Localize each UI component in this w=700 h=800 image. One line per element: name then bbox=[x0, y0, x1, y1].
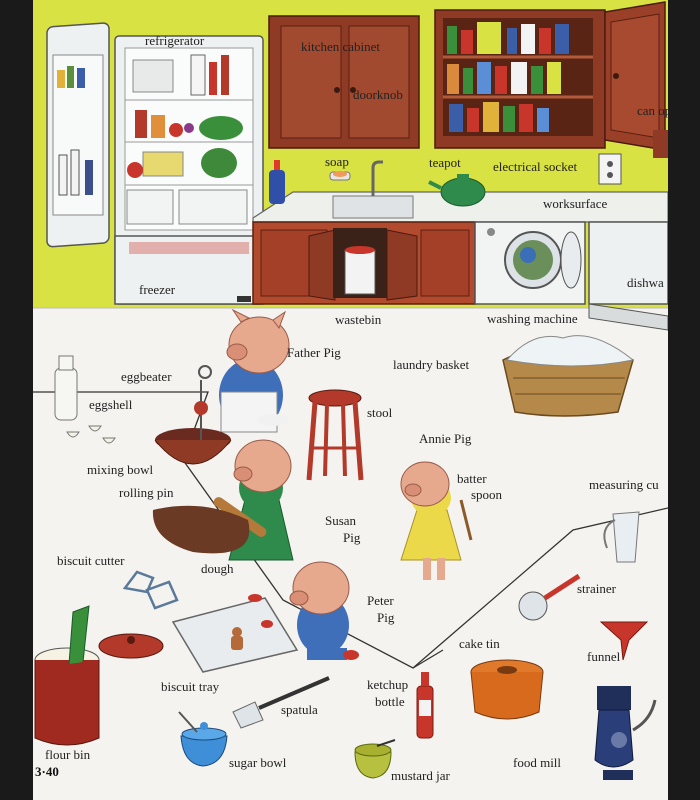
label-mustard-jar: mustard jar bbox=[391, 768, 450, 783]
cake-tin-illustration bbox=[470, 659, 544, 720]
label-rolling-pin: rolling pin bbox=[119, 485, 174, 500]
biscuit-cutter-illustration bbox=[122, 570, 179, 610]
label-ketchup-bottle-line1: ketchup bbox=[367, 677, 409, 692]
mustard-jar-illustration bbox=[354, 739, 396, 779]
sugar-bowl-illustration bbox=[178, 711, 228, 767]
label-biscuit-cutter: biscuit cutter bbox=[57, 553, 125, 568]
label-father-pig: Father Pig bbox=[287, 345, 341, 360]
spatula-illustration bbox=[232, 676, 330, 729]
stool-illustration bbox=[306, 389, 364, 481]
label-ketchup-bottle-line2: bottle bbox=[375, 694, 405, 709]
flour-bin-illustration bbox=[34, 605, 164, 746]
book-page: refrigerator kitchen cabinet doorknob ca… bbox=[33, 0, 668, 800]
label-refrigerator: refrigerator bbox=[145, 33, 205, 48]
label-susan-pig-line2: Pig bbox=[343, 530, 361, 545]
biscuit-tray-illustration bbox=[171, 594, 299, 673]
label-measuring-cup: measuring cu bbox=[589, 477, 659, 492]
label-stool: stool bbox=[367, 405, 393, 420]
label-wastebin: wastebin bbox=[335, 312, 382, 327]
label-susan-pig-line1: Susan bbox=[325, 513, 357, 528]
funnel-illustration bbox=[599, 621, 649, 661]
label-soap: soap bbox=[325, 154, 349, 169]
label-biscuit-tray: biscuit tray bbox=[161, 679, 220, 694]
mixing-bowl-illustration bbox=[154, 365, 232, 465]
label-mixing-bowl: mixing bowl bbox=[87, 462, 154, 477]
page-number: 3·40 bbox=[35, 764, 59, 779]
label-cake-tin: cake tin bbox=[459, 636, 500, 651]
kitchen-illustration bbox=[33, 0, 668, 800]
label-funnel: funnel bbox=[587, 649, 621, 664]
label-sugar-bowl: sugar bowl bbox=[229, 755, 287, 770]
eggshell-illustration bbox=[66, 425, 116, 444]
label-eggbeater: eggbeater bbox=[121, 369, 172, 384]
label-can-opener: can opene bbox=[637, 103, 668, 118]
father-pig-illustration bbox=[219, 308, 290, 433]
label-peter-pig-line2: Pig bbox=[377, 610, 395, 625]
food-mill-illustration bbox=[594, 686, 657, 780]
peter-pig-illustration bbox=[289, 561, 359, 660]
milk-bottle-illustration bbox=[54, 355, 78, 421]
label-eggshell: eggshell bbox=[89, 397, 133, 412]
label-teapot: teapot bbox=[429, 155, 461, 170]
label-spatula: spatula bbox=[281, 702, 318, 717]
worksurface-illustration bbox=[252, 153, 668, 223]
annie-pig-illustration bbox=[400, 461, 473, 580]
label-freezer: freezer bbox=[139, 282, 176, 297]
label-dishwasher: dishwa bbox=[627, 275, 664, 290]
lower-cabinets-illustration bbox=[252, 221, 668, 331]
label-strainer: strainer bbox=[577, 581, 616, 596]
label-dough: dough bbox=[201, 561, 234, 576]
label-flour-bin: flour bin bbox=[45, 747, 91, 762]
measuring-cup-illustration bbox=[603, 511, 640, 563]
kitchen-cabinet-illustration bbox=[268, 1, 668, 158]
label-washing-machine: washing machine bbox=[487, 311, 578, 326]
label-doorknob: doorknob bbox=[353, 87, 403, 102]
ketchup-bottle-illustration bbox=[416, 672, 434, 739]
label-food-mill: food mill bbox=[513, 755, 562, 770]
label-batter-spoon-line2: spoon bbox=[471, 487, 503, 502]
label-kitchen-cabinet: kitchen cabinet bbox=[301, 39, 381, 54]
refrigerator-illustration bbox=[46, 22, 264, 305]
floor-rug-outline bbox=[33, 391, 668, 669]
label-batter-spoon-line1: batter bbox=[457, 471, 487, 486]
laundry-basket-illustration bbox=[502, 335, 635, 417]
strainer-illustration bbox=[518, 573, 581, 621]
label-worksurface: worksurface bbox=[543, 196, 608, 211]
label-annie-pig: Annie Pig bbox=[419, 431, 472, 446]
susan-pig-illustration bbox=[152, 439, 294, 561]
label-electrical-socket: electrical socket bbox=[493, 159, 578, 174]
label-laundry-basket: laundry basket bbox=[393, 357, 470, 372]
label-peter-pig-line1: Peter bbox=[367, 593, 394, 608]
